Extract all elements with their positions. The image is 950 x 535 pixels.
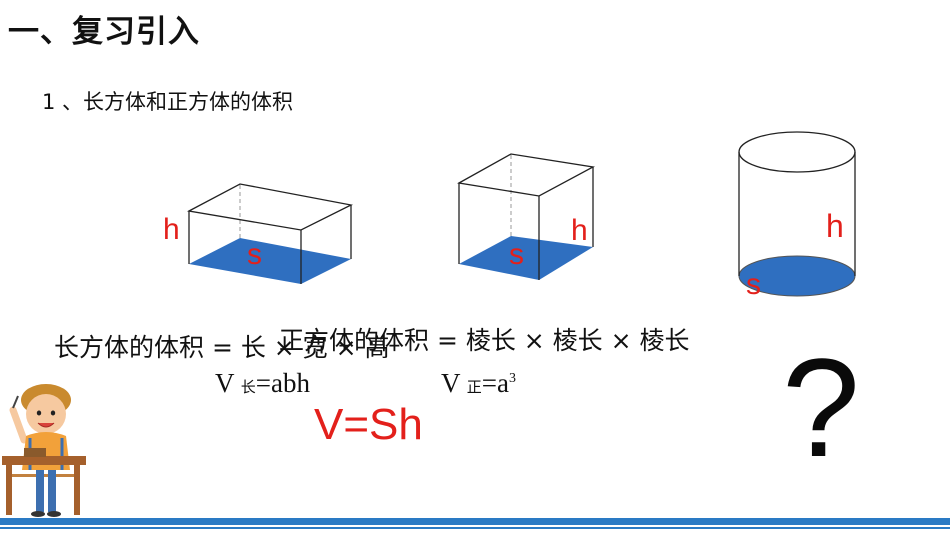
cuboid-volume-expression: V 长=abh [215,368,310,399]
v-exponent: 3 [509,371,516,386]
cylinder-base-label: s [746,268,761,301]
footer-line [0,527,950,529]
v-symbol: V [215,368,235,398]
cube-height-label: h [571,214,588,247]
section-subtitle: 1 、长方体和正方体的体积 [42,90,294,114]
v-subscript: 正 [466,378,482,396]
cuboid-volume-formula: 长方体的体积 = 长 × 宽 × 高 [54,333,390,362]
cuboid-base-label: s [247,238,262,271]
cylinder-height-label: h [826,208,844,244]
cube-volume-expression: V 正=a3 [441,368,516,399]
v-symbol: V [441,368,461,398]
cuboid-height-label: h [163,213,180,246]
page-title: 一、复习引入 [8,14,200,50]
cube-base [459,236,593,280]
general-volume-formula: V=Sh [314,400,423,449]
footer-bar [0,518,950,525]
v-expression: =a [481,368,509,398]
v-subscript: 长 [240,378,256,396]
cuboid-base [189,238,351,284]
cube-volume-formula: 正方体的体积 = 棱长 × 棱长 × 棱长 [279,326,690,355]
question-mark: ? [782,329,860,486]
v-expression: =abh [255,368,310,398]
cube-base-label: s [509,238,524,271]
